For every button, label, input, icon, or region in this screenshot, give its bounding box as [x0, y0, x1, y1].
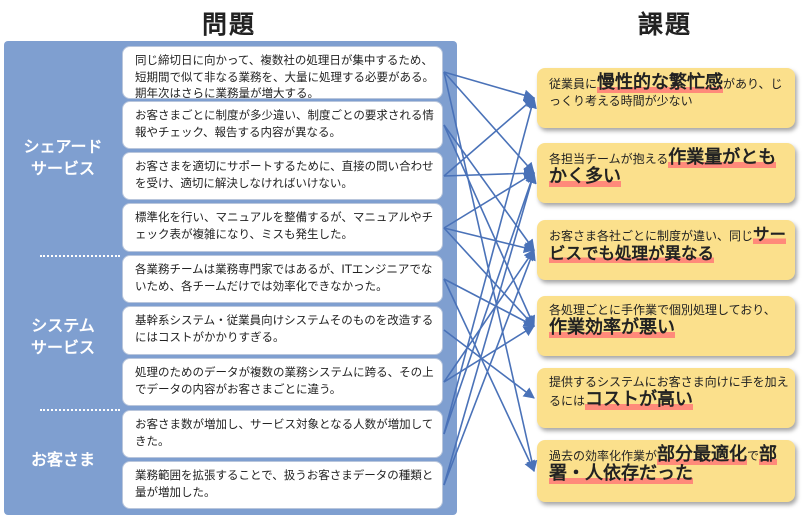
issue-text: で [747, 449, 760, 463]
connector-arrow [443, 227, 536, 254]
issue-text: 従業員に [549, 77, 598, 91]
issue-box-3: お客さま各社ごとに制度が違い、同じサービスでも処理が異なる [537, 220, 795, 280]
problems-heading: 問題 [202, 10, 257, 39]
category-system-service: システム サービス [4, 315, 122, 359]
connector-arrow [443, 71, 536, 101]
problem-box-4: 標準化を行い、マニュアルを整備するが、マニュアルやチェック表が複雑になり、ミスも… [122, 203, 443, 252]
connector-arrow [443, 325, 535, 383]
issue-box-6: 過去の効率化作業が部分最適化で部署・人依存だった [537, 440, 795, 502]
problem-box-2: お客さまごとに制度が多少違い、制度ごとの要求される情報やチェック、報告する内容が… [122, 101, 443, 149]
issue-text: 各担当チームが抱える [549, 152, 669, 166]
problem-box-8: お客さま数が増加し、サービス対象となる人数が増加してきた。 [122, 410, 443, 458]
issue-text: 過去の効率化作業が [549, 449, 658, 463]
connector-arrow [443, 167, 536, 179]
connector-arrow [443, 171, 537, 435]
category-label-line2: サービス [30, 338, 95, 357]
issue-box-5: 提供するシステムにお客さま向けに手を加えるにはコストが高い [537, 368, 795, 428]
problem-box-3: お客さまを適切にサポートするために、直接の問い合わせを受け、適切に解決しなければ… [122, 152, 443, 200]
connector-arrow [443, 124, 535, 328]
category-label-line2: サービス [30, 159, 95, 178]
connector-arrow [443, 71, 535, 174]
issue-box-1: 従業員に慢性的な繁忙感があり、じっくり考える時間が少ない [537, 68, 795, 128]
issue-box-4: 各処理ごとに手作業で個別処理しており、作業効率が悪い [537, 296, 795, 356]
problem-box-9: 業務範囲を拡張することで、扱うお客さまデータの種類と量が増加した。 [122, 461, 443, 509]
connector-arrow [443, 329, 535, 399]
issue-emphasis: コストが高い [585, 389, 694, 410]
problem-box-6: 基幹系システム・従業員向けシステムそのものを改造するにはコストがかかりすぎる。 [122, 306, 443, 355]
issue-emphasis: 慢性的な繁忙感 [597, 72, 724, 93]
connector-arrow [443, 124, 535, 251]
issues-heading: 課題 [638, 10, 693, 39]
issue-text: があり、じっくり考える時間が少ない [549, 77, 783, 108]
issue-text: お客さま各社ごとに制度が違い、同じ [549, 229, 754, 243]
category-customer: お客さま [4, 449, 122, 471]
category-divider [40, 409, 120, 411]
issue-text: 提供するシステムにお客さま向けに手を加えるには [549, 375, 789, 408]
issue-box-2: 各担当チームが抱える作業量がともかく多い [537, 143, 795, 203]
connector-arrow [443, 278, 535, 473]
connector-arrow [443, 171, 537, 486]
problem-box-7: 処理のためのデータが複数の業務システムに跨る、その上でデータの内容がお客さまごと… [122, 358, 443, 406]
category-shared-service: シェアード サービス [4, 136, 122, 180]
connector-arrow [443, 96, 537, 435]
connector-arrow [443, 248, 536, 486]
category-divider [40, 255, 120, 257]
connector-arrow [443, 227, 535, 327]
issue-text: 各処理ごとに手作業で個別処理しており、 [549, 303, 776, 317]
connector-arrow [443, 172, 535, 229]
problem-box-1: 同じ締切日に向かって、複数社の処理日が集中するため、短期間で似て非なる業務を、大… [122, 46, 443, 99]
issue-emphasis: 部分最適化 [657, 444, 748, 465]
category-label-line1: システム [31, 316, 95, 335]
category-label-line1: シェアード [23, 137, 103, 156]
problem-box-5: 各業務チームは業務専門家ではあるが、ITエンジニアでないため、各チームだけでは効… [122, 255, 443, 303]
category-label: お客さま [30, 450, 95, 469]
connector-arrow [443, 71, 538, 473]
issue-emphasis: 作業効率が悪い [549, 317, 675, 338]
connector-arrow [443, 97, 535, 177]
connector-arrow [443, 249, 535, 383]
